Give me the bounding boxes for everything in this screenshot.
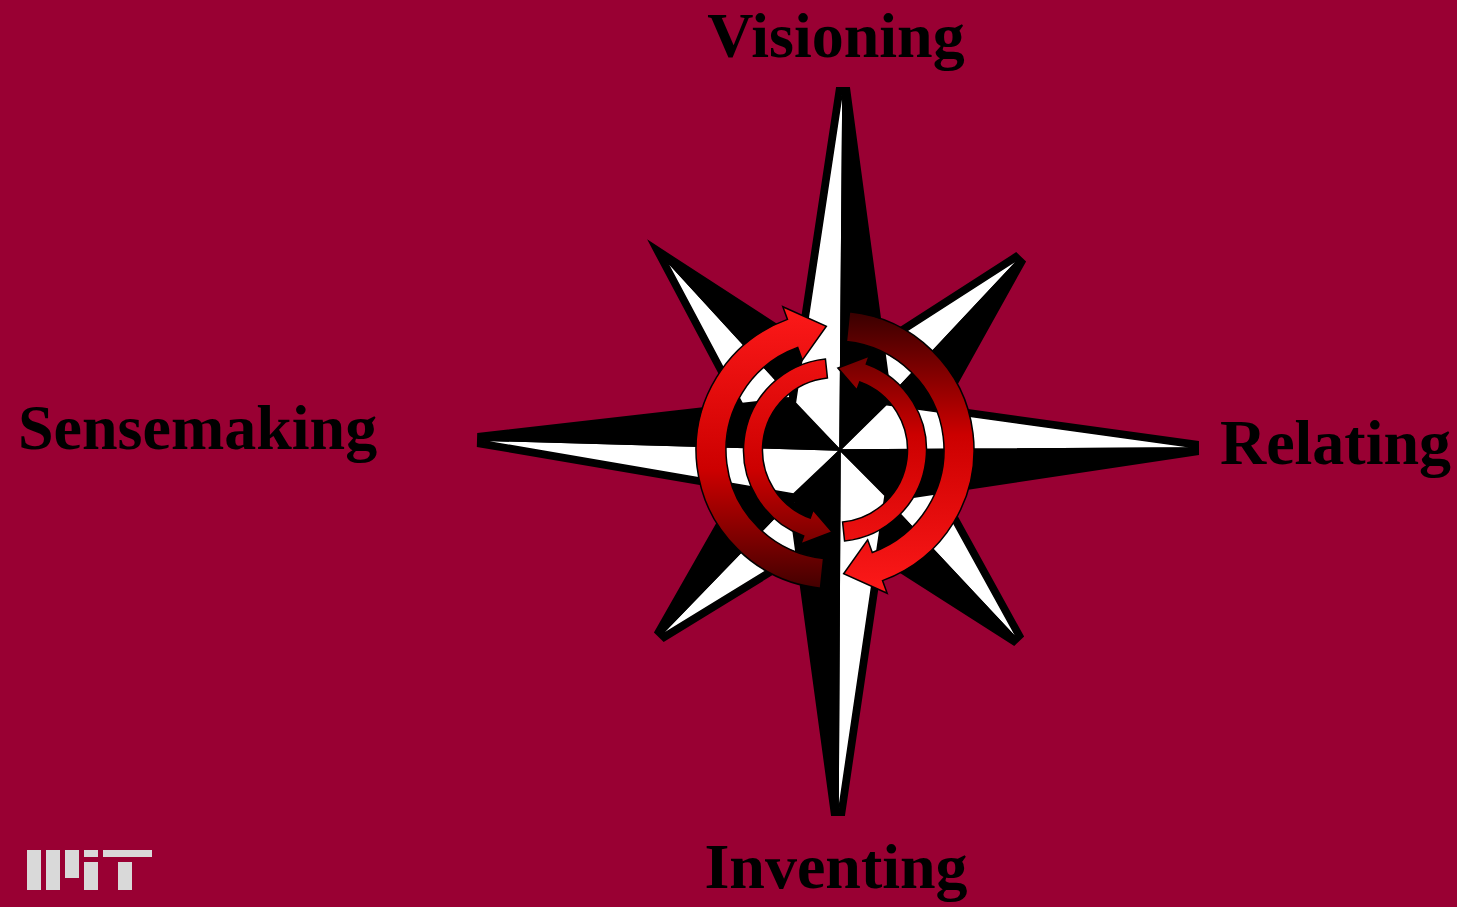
logo-bar	[84, 850, 98, 857]
cycle-arrow	[744, 359, 833, 544]
logo-bar	[103, 850, 152, 857]
star-point-dark	[840, 88, 886, 450]
logo-bar	[65, 850, 79, 878]
mit-logo	[27, 850, 152, 890]
compass-star	[478, 88, 1198, 815]
star-point-dark	[478, 404, 840, 450]
logo-bar	[27, 850, 41, 890]
logo-bar	[118, 862, 132, 890]
compass-label: Visioning	[707, 4, 964, 68]
compass-label: Sensemaking	[18, 396, 377, 460]
label-slot: Relating	[1220, 411, 1451, 475]
star-point-light	[838, 450, 885, 815]
compass-label: Inventing	[704, 835, 967, 899]
star-point-outline	[794, 450, 885, 815]
star-point-dark	[794, 450, 840, 815]
logo-bar	[46, 850, 60, 890]
cycle-arrow	[838, 356, 927, 541]
label-slot: Sensemaking	[18, 396, 377, 460]
star-point-outline	[478, 404, 840, 494]
star-point-light	[795, 88, 843, 450]
logo-bar	[84, 862, 98, 890]
star-point-outline	[840, 404, 1198, 495]
label-slot: Visioning	[707, 4, 964, 68]
label-slot: Inventing	[704, 835, 967, 899]
cycle-arrows	[696, 307, 974, 594]
star-point-light	[840, 404, 1198, 450]
star-point-outline	[795, 88, 886, 450]
star-point-dark	[840, 448, 1198, 495]
compass-label: Relating	[1220, 411, 1451, 475]
